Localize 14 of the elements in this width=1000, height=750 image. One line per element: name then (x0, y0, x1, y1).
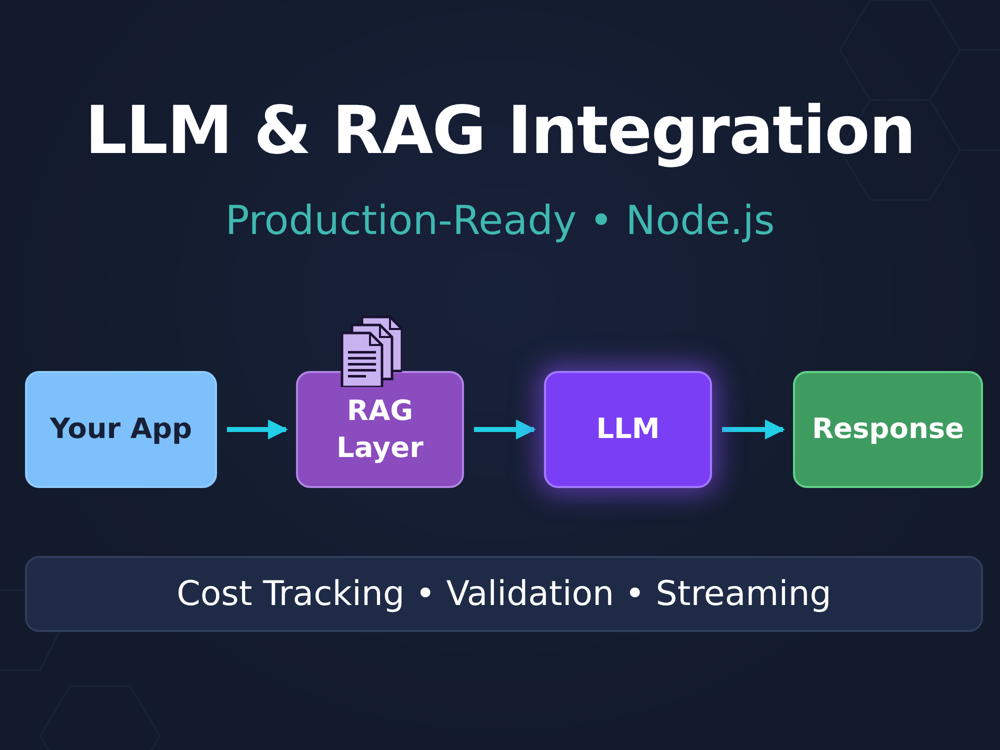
app-box (25, 371, 217, 488)
response-box (793, 371, 983, 488)
arrow (722, 420, 785, 440)
node-label: Your App (50, 411, 192, 448)
node-label: RAG Layer (336, 393, 424, 466)
node-label: LLM (596, 411, 660, 448)
llm-box (544, 371, 712, 488)
features-bar (25, 556, 983, 632)
subtitle: Production-Ready • Node.js (224, 198, 776, 244)
node-label: Response (812, 411, 964, 448)
arrow (474, 420, 536, 440)
arrow (227, 420, 288, 440)
node-label: Cost Tracking • Validation • Streaming (176, 572, 832, 616)
title: LLM & RAG Integration (84, 92, 916, 169)
